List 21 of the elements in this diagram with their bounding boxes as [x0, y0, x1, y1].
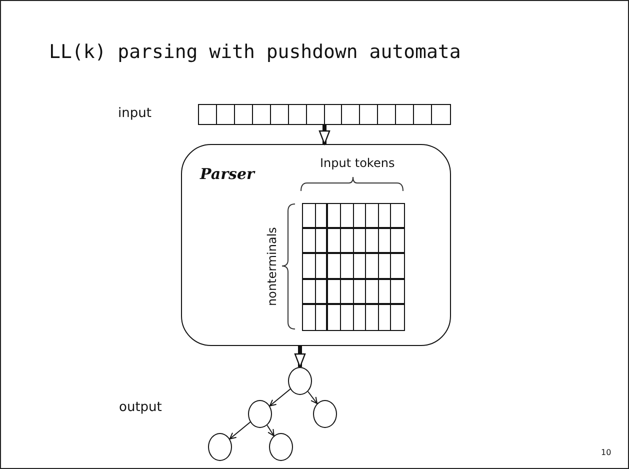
arrow: [307, 391, 318, 404]
tree-node-circle: [313, 400, 337, 428]
tape-caption: input: [118, 106, 152, 121]
axis-label: nonterminals: [265, 227, 279, 306]
arrow: [294, 346, 306, 368]
arrow: [318, 125, 330, 145]
tree-node-circle: [248, 400, 272, 428]
handwritten-heading: Parser: [200, 165, 254, 183]
slide-title: LL(k) parsing with pushdown automata: [49, 41, 461, 63]
parse-table: [302, 203, 405, 331]
tree-node-circle: [208, 433, 232, 461]
tree-node-circle: [288, 367, 312, 395]
parser-box: [181, 144, 451, 346]
tree-node-circle: [269, 433, 293, 461]
arrow: [269, 388, 291, 406]
arrow: [229, 422, 251, 440]
input-tape: [198, 104, 451, 125]
arrow: [266, 424, 274, 436]
tree-caption: output: [119, 400, 162, 415]
page-number: 10: [601, 448, 612, 457]
axis-label: Input tokens: [320, 156, 395, 170]
